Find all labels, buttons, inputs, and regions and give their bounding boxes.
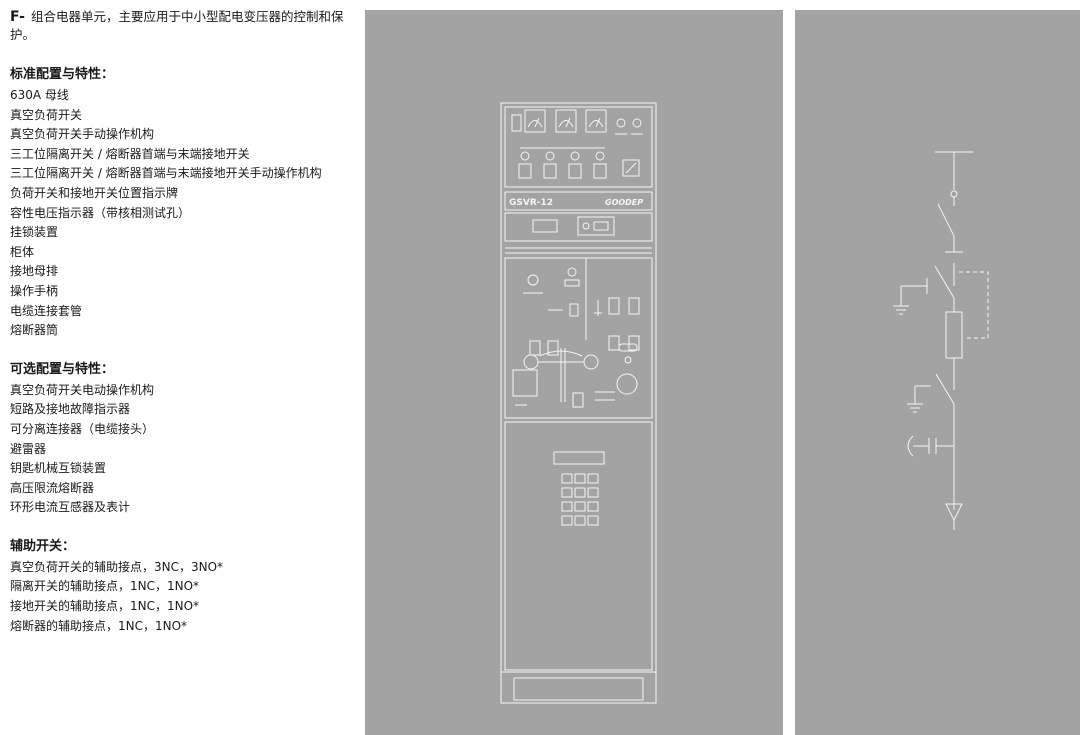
list-item: 真空负荷开关的辅助接点，3NC，3NO* — [10, 559, 224, 574]
list-item: 三工位隔离开关 / 熔断器首端与末端接地开关 — [10, 146, 250, 161]
voltage-indicator-panel — [505, 213, 652, 241]
operation-hole-icon — [528, 275, 538, 285]
selector-switch-icon — [569, 152, 581, 178]
meter-icon — [586, 110, 606, 132]
ventilation-grille — [562, 474, 598, 525]
position-indicator-icon — [609, 298, 639, 314]
list-item: 避雷器 — [10, 441, 47, 456]
meter-icon — [556, 110, 576, 132]
disconnector-icon — [935, 266, 954, 298]
list-item: 容性电压指示器（带核相测试孔） — [10, 205, 191, 220]
list-item: 可分离连接器（电缆接头） — [10, 421, 155, 436]
fuse-icon — [946, 312, 962, 358]
cable-termination-icon — [946, 504, 962, 520]
single-line-diagram-panel — [795, 10, 1080, 735]
cabinet-front-view-panel: GSVR-12 GOODEP — [365, 10, 783, 735]
spec-text-column: F-组合电器单元，主要应用于中小型配电变压器的控制和保护。 标准配置与特性： 6… — [10, 8, 355, 656]
emergency-button-icon — [617, 374, 637, 394]
cabinet-base — [514, 678, 643, 700]
selector-switch-icon — [519, 152, 531, 178]
earthing-switch-icon — [936, 374, 954, 404]
voltage-indicator-icon — [908, 436, 913, 456]
padlock-icon — [570, 304, 578, 316]
mechanism-panel — [505, 258, 652, 418]
operation-hole-icon — [584, 355, 598, 369]
viewing-window — [554, 452, 604, 464]
selector-switch-icon — [594, 152, 606, 178]
list-item: 环形电流互感器及表计 — [10, 500, 131, 515]
list-item: 隔离开关的辅助接点，1NC，1NO* — [10, 579, 200, 594]
auxiliary-switch-title: 辅助开关： — [10, 538, 76, 554]
status-display-icon — [578, 217, 614, 235]
list-item: 630A 母线 — [10, 88, 69, 102]
list-item: 三工位隔离开关 / 熔断器首端与末端接地开关手动操作机构 — [10, 166, 322, 181]
unit-description: 组合电器单元，主要应用于中小型配电变压器的控制和保护。 — [10, 9, 344, 42]
nameplate-strip — [505, 192, 652, 210]
operation-hole-icon — [524, 355, 538, 369]
list-item: 真空负荷开关手动操作机构 — [10, 127, 155, 142]
unit-intro: F-组合电器单元，主要应用于中小型配电变压器的控制和保护。 — [10, 8, 355, 44]
emergency-button-icon — [623, 160, 639, 176]
list-item: 真空负荷开关电动操作机构 — [10, 382, 155, 397]
single-line-diagram — [795, 10, 1080, 735]
list-item: 熔断器的辅助接点，1NC，1NO* — [10, 618, 188, 633]
padlock-icon — [573, 393, 583, 407]
list-item: 熔断器筒 — [10, 323, 59, 338]
position-indicator-icon — [609, 336, 639, 350]
optional-config-list: 真空负荷开关电动操作机构 短路及接地故障指示器 可分离连接器（电缆接头） 避雷器… — [10, 381, 355, 518]
cabinet-outline — [501, 103, 656, 703]
list-item: 钥匙机械互锁装置 — [10, 461, 107, 476]
standard-config-title: 标准配置与特性： — [10, 67, 115, 82]
position-indicator-icon — [530, 341, 558, 355]
meter-icon — [525, 110, 545, 132]
list-item: 接地开关的辅助接点，1NC，1NO* — [10, 599, 200, 614]
list-item: 电缆连接套管 — [10, 303, 83, 318]
list-item: 挂锁装置 — [10, 225, 59, 240]
list-item: 负荷开关和接地开关位置指示牌 — [10, 185, 179, 200]
list-item: 真空负荷开关 — [10, 107, 83, 122]
list-item: 短路及接地故障指示器 — [10, 402, 131, 417]
warning-plate — [513, 370, 537, 396]
selector-switch-icon — [544, 152, 556, 178]
list-item: 柜体 — [10, 244, 35, 259]
fuse-trip-link — [959, 272, 988, 338]
cabinet-drawing: GSVR-12 GOODEP — [365, 10, 783, 735]
list-item: 接地母排 — [10, 264, 59, 279]
indicator-lamp-icon — [633, 119, 641, 127]
model-label: GSVR-12 — [509, 198, 553, 208]
side-handle — [512, 115, 521, 131]
cable-compartment-door — [505, 422, 652, 670]
indicator-lamp-icon — [617, 119, 625, 127]
voltage-indicator-icon — [533, 220, 557, 232]
instrument-compartment — [505, 107, 652, 187]
unit-code: F- — [10, 9, 25, 25]
brand-logo: GOODEP — [605, 198, 643, 207]
load-break-switch-icon — [938, 204, 954, 236]
list-item: 高压限流熔断器 — [10, 480, 95, 495]
optional-config-title: 可选配置与特性： — [10, 361, 115, 377]
standard-config-list: 630A 母线 真空负荷开关 真空负荷开关手动操作机构 三工位隔离开关 / 熔断… — [10, 86, 355, 341]
list-item: 操作手柄 — [10, 283, 59, 298]
auxiliary-switch-list: 真空负荷开关的辅助接点，3NC，3NO* 隔离开关的辅助接点，1NC，1NO* … — [10, 558, 355, 636]
